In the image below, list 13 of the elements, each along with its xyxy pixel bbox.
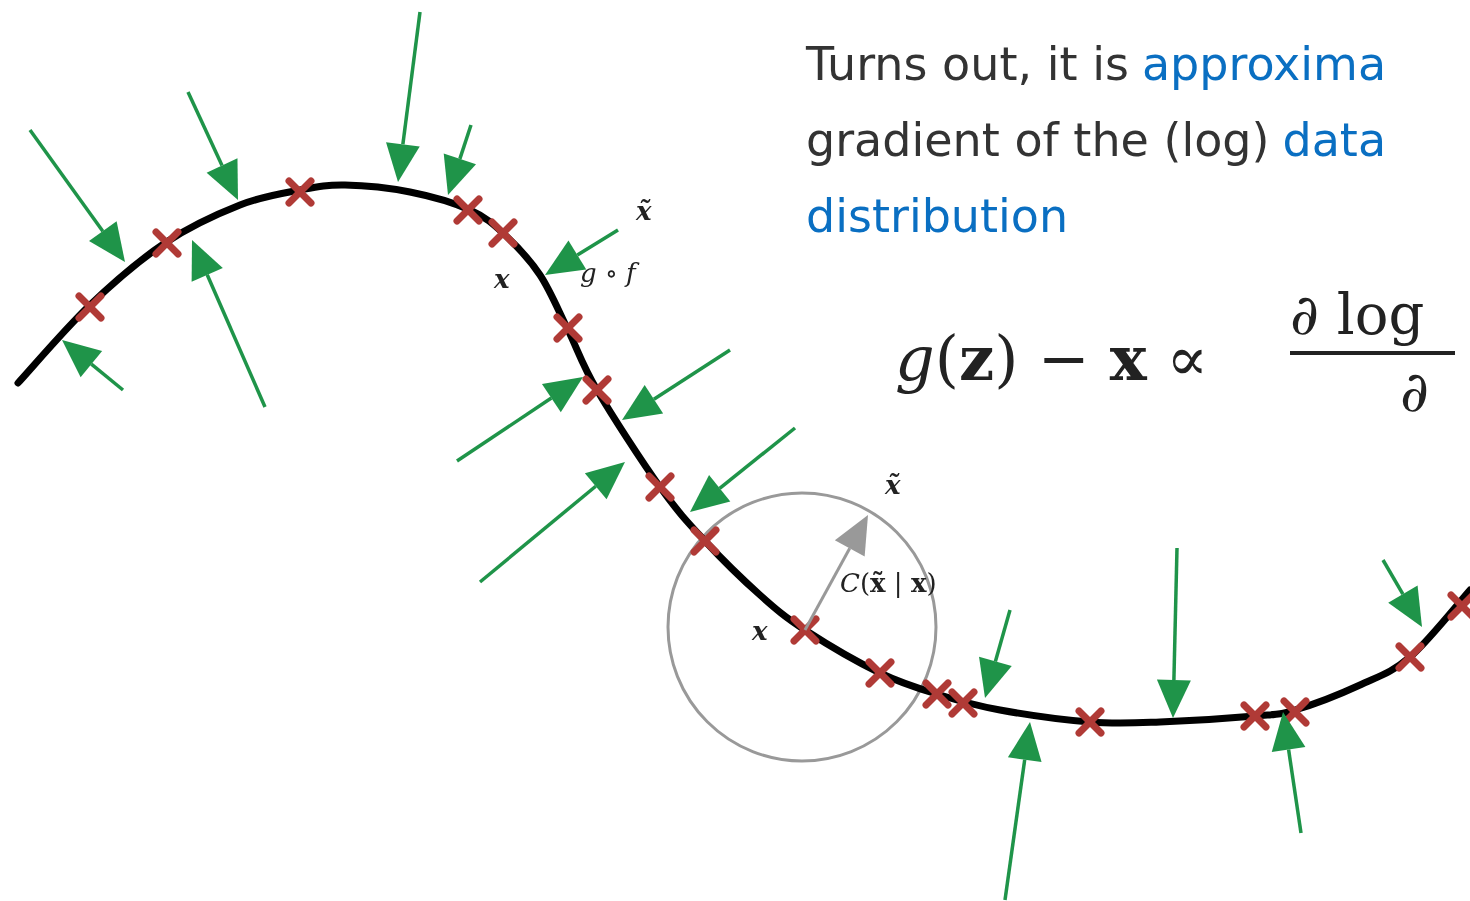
math-symbol: x̃ xyxy=(885,470,901,500)
fraction-denominator: ∂ xyxy=(1399,359,1429,424)
math-symbol: x xyxy=(752,616,768,646)
math-symbol: x xyxy=(494,264,510,294)
description-text: approxima xyxy=(1141,37,1387,91)
math-symbol: x̃ xyxy=(636,196,652,226)
math-formula: g(z) − x ∝ xyxy=(895,322,1209,395)
fraction-numerator: ∂ log xyxy=(1290,282,1425,347)
description-text: gradient of the (log) xyxy=(806,113,1270,167)
description-text: data xyxy=(1282,113,1387,167)
math-symbol: C(x̃ | x) xyxy=(840,568,937,598)
description-text: distribution xyxy=(806,189,1069,243)
description-text: Turns out, it is xyxy=(806,37,1129,91)
